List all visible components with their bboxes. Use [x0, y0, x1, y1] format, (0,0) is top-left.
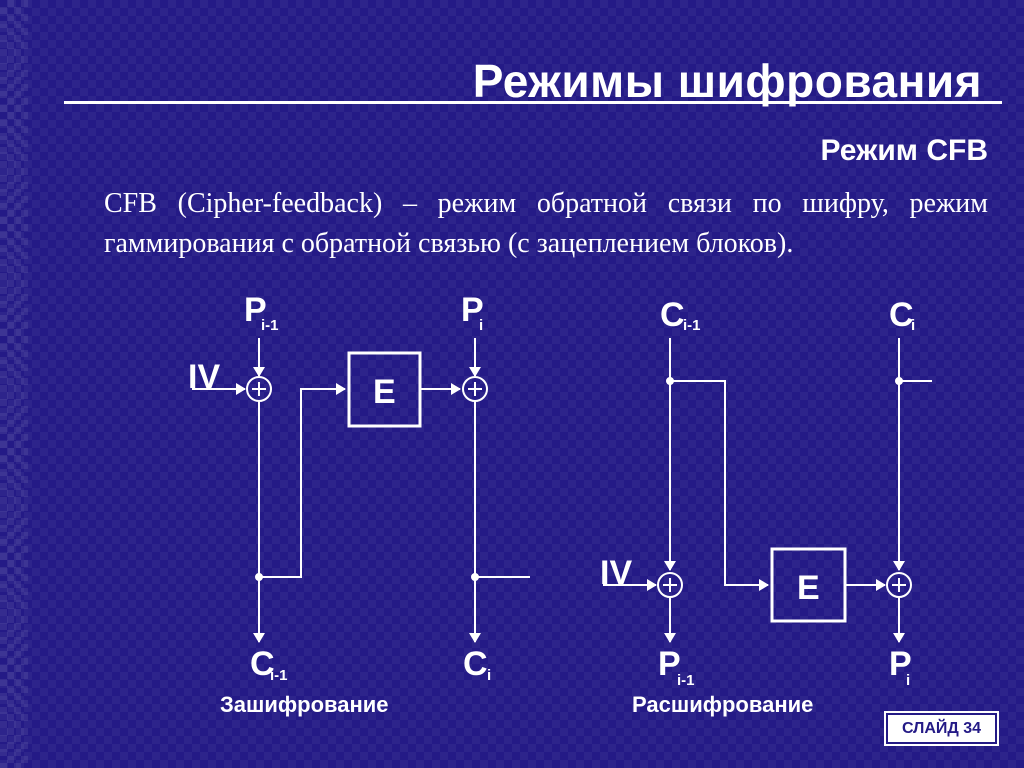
encryption-caption: Зашифрование [220, 692, 389, 717]
dec-p-cur-subscript: i [906, 672, 910, 689]
enc-feedback-line [259, 383, 346, 578]
enc-c-prev-subscript: i-1 [270, 667, 288, 684]
enc-p-cur-subscript: i [479, 317, 483, 334]
slide-subtitle: Режим CFB [820, 134, 988, 167]
decorative-left-band [0, 0, 28, 768]
dec-c-cur-label: C [889, 296, 914, 334]
enc-c-prev-label: C [250, 645, 275, 683]
slide-title: Режимы шифрования [472, 55, 982, 107]
dec-p-cur-label: P [889, 645, 912, 683]
slide-number-badge: СЛАЙД 34 [884, 711, 999, 746]
decryption-diagram [603, 338, 932, 643]
dec-c-prev-label: C [660, 296, 685, 334]
enc-iv-label: IV [188, 358, 220, 396]
title-underline [64, 101, 1002, 104]
dec-iv-label: IV [600, 554, 632, 592]
dec-p-prev-subscript: i-1 [677, 672, 695, 689]
dec-feedback-line [670, 380, 769, 591]
enc-c-cur-subscript: i [487, 667, 491, 684]
enc-c-cur-label: C [463, 645, 488, 683]
dec-e-label: E [797, 569, 820, 607]
dec-c-cur-subscript: i [911, 317, 915, 334]
enc-p-prev-subscript: i-1 [261, 317, 279, 334]
enc-e-label: E [373, 373, 396, 411]
enc-p-prev-label: P [244, 291, 267, 329]
encryption-diagram [192, 338, 530, 643]
enc-p-cur-label: P [461, 291, 484, 329]
description-text: CFB (Cipher-feedback) – режим обратной с… [104, 188, 988, 259]
dec-c-prev-subscript: i-1 [683, 317, 701, 334]
dec-p-prev-label: P [658, 645, 681, 683]
decryption-caption: Расшифрование [632, 692, 814, 717]
